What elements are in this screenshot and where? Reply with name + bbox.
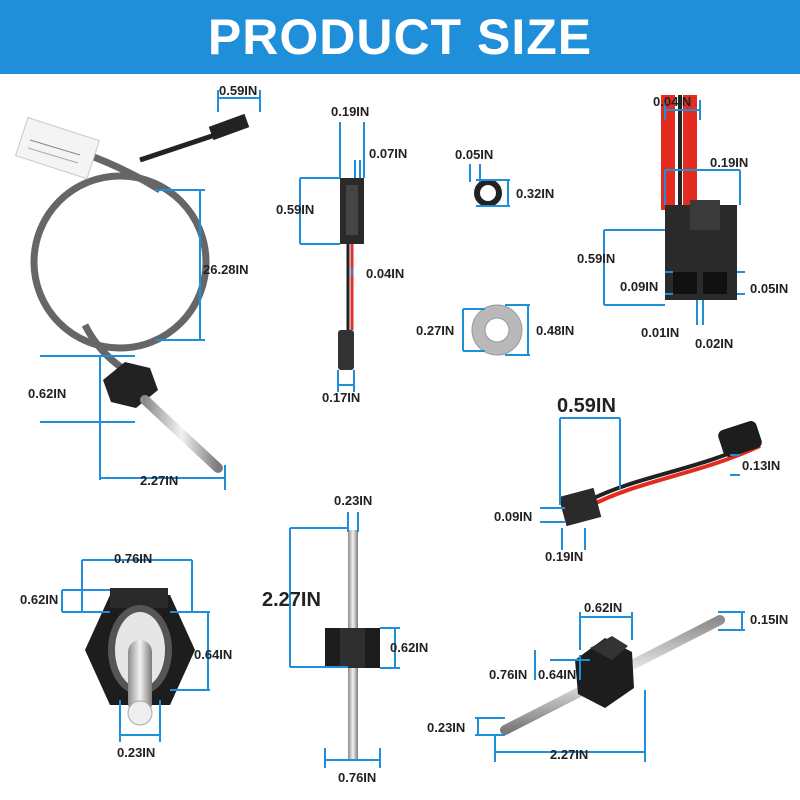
label-side-nut-height: 0.62IN (390, 640, 429, 655)
label-front-nut-width: 0.76IN (114, 551, 153, 566)
page-title: PRODUCT SIZE (207, 9, 593, 65)
label-sleeve-width: 0.17IN (322, 390, 361, 405)
label-cable-connector-width: 0.59IN (219, 83, 258, 98)
label-iso-nut: 0.62IN (584, 600, 623, 615)
label-washer-inner: 0.27IN (416, 323, 455, 338)
label-conn-cable: 0.13IN (742, 458, 781, 473)
label-socket-pin-right: 0.05IN (750, 281, 789, 296)
washer (462, 304, 530, 356)
label-plug-height: 0.59IN (276, 202, 315, 217)
title-banner (0, 0, 800, 74)
label-oring-cross-section: 0.05IN (455, 147, 494, 162)
label-conn-width: 0.19IN (545, 549, 584, 564)
label-oring-diameter: 0.32IN (516, 186, 555, 201)
label-iso-rod-end: 0.15IN (750, 612, 789, 627)
plug-connector (299, 122, 365, 392)
label-side-probe-diameter: 0.23IN (334, 493, 373, 508)
label-cable-probe-length: 2.27IN (140, 473, 179, 488)
label-socket-height: 0.59IN (577, 251, 616, 266)
side-view-probe (289, 512, 400, 768)
label-front-nut-height: 0.62IN (20, 592, 59, 607)
label-wire-diameter: 0.04IN (366, 266, 405, 281)
label-socket-pin-left: 0.09IN (620, 279, 659, 294)
front-view-nut (61, 559, 210, 742)
label-socket-gap-a: 0.01IN (641, 325, 680, 340)
small-connector (540, 417, 762, 550)
label-socket-width: 0.19IN (710, 155, 749, 170)
label-plug-width: 0.19IN (331, 104, 370, 119)
label-front-probe: 0.23IN (117, 745, 156, 760)
label-plug-gap: 0.07IN (369, 146, 408, 161)
label-washer-outer: 0.48IN (536, 323, 575, 338)
label-iso-probe: 0.23IN (427, 720, 466, 735)
label-iso-nut-width: 0.76IN (489, 667, 528, 682)
label-front-nut-across: 0.64IN (194, 647, 233, 662)
label-cable-nut-height: 0.62IN (28, 386, 67, 401)
label-socket-gap-b: 0.02IN (695, 336, 734, 351)
socket-connector (603, 95, 745, 325)
label-iso-length: 2.27IN (550, 747, 589, 762)
label-side-total-length: 2.27IN (262, 589, 321, 611)
o-ring (469, 164, 510, 207)
sensor-cable-assembly (15, 90, 261, 490)
label-conn-length: 0.59IN (557, 395, 616, 417)
label-conn-height: 0.09IN (494, 509, 533, 524)
label-iso-nut-across: 0.64IN (538, 667, 577, 682)
label-side-nut-width: 0.76IN (338, 770, 377, 785)
label-cable-length: 26.28IN (203, 262, 249, 277)
label-socket-wire: 0.04IN (653, 94, 692, 109)
isometric-probe (475, 611, 745, 762)
